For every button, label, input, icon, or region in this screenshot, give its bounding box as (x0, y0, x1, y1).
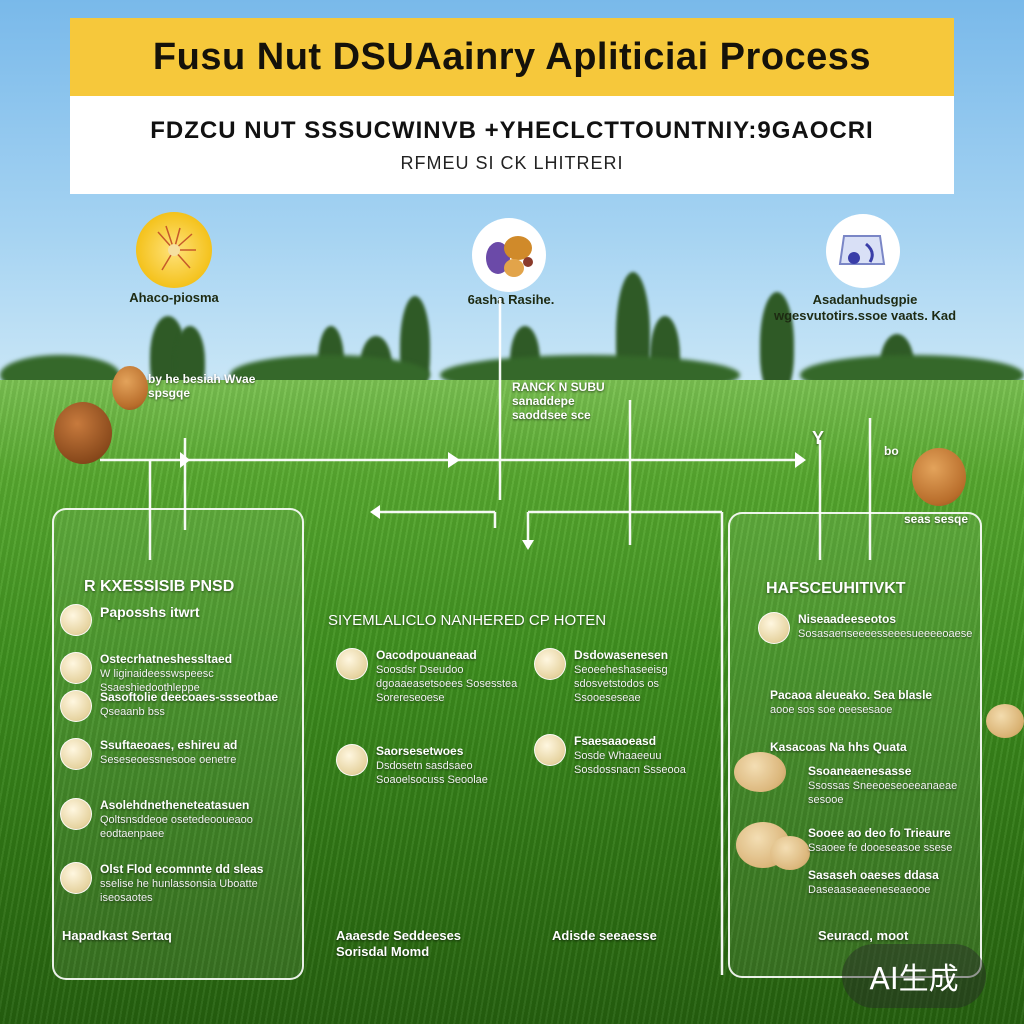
node-label-harvest: 6asha Rasihe. (467, 292, 555, 307)
dandelion-icon (336, 648, 368, 680)
field-label-right-bottom: seas sesqe (904, 512, 969, 526)
page-title: Fusu Nut DSUAainry Apliticiai Process (152, 35, 872, 78)
peanut-image (734, 752, 786, 792)
item-title: Sasoftolie deecoaes-ssseotbae (100, 690, 279, 704)
item-text: Sosde Whaaeeuu Sosdossnacn Ssseooa (574, 750, 686, 776)
leaf-icon (60, 738, 92, 770)
item-title: Pacaoa aleueako. Sea blasle (770, 688, 933, 702)
node-label-pollination: Ahaco-piosma (129, 290, 219, 305)
dandelion-icon (534, 648, 566, 680)
title-banner: Fusu Nut DSUAainry Apliticiai Process (70, 18, 954, 96)
pollen-flower-icon (136, 212, 212, 288)
item-title: Sasaseh oaeses ddasa (808, 868, 939, 882)
panel-center-footer-right: Adisde seeaesse (552, 928, 657, 943)
tree (760, 292, 794, 396)
plant-icon (60, 652, 92, 684)
panel-center-header: SIYEMLALICLO NANHERED CP HOTEN (328, 612, 607, 629)
item-title: Kasacoas Na hhs Quata (770, 740, 907, 754)
panel-left-footer: Hapadkast Sertaq (62, 928, 172, 943)
list-item: Olst Flod ecomnnte dd sleas sselise he hu… (60, 862, 292, 905)
hazelnut-image (912, 448, 966, 506)
nut-icon (60, 798, 92, 830)
item-text: W liginaideesswspeesc Ssaeshiedoothleppe (100, 668, 214, 694)
item-text: Dsdosetn sasdsaeo Soaoelsocuss Seoolae (376, 760, 488, 786)
item-text: Ssaoee fe dooeseasoe ssese (808, 842, 953, 854)
peanut-image (986, 704, 1024, 738)
item-title: Ostecrhatneshessltaed (100, 652, 233, 666)
item-title: Dsdowasenesen (574, 648, 669, 662)
item-title: Sooee ao deo fo Trieaure (808, 826, 951, 840)
list-item: Ssuftaeoaes, eshireu ad Seseseoessnesooe … (60, 738, 292, 770)
panel-center-footer-left: Aaaesde Seddeeses Sorisdal Momd (336, 928, 462, 959)
nut-icon (758, 612, 790, 644)
plant-icon (60, 690, 92, 722)
item-title: Ssuftaeoaes, eshireu ad (100, 738, 238, 752)
panel-left (52, 508, 304, 980)
item-title: Saorsesetwoes (376, 744, 464, 758)
item-text: Seoeeheshaseeisg sdosvetstodos os Ssooes… (574, 664, 668, 704)
item-text: Ssossas Sneeoeseoeeanaeae sesooe (808, 780, 958, 806)
dandelion-icon (336, 744, 368, 776)
item-text: Soosdsr Dseudoo dgoaaeasetsoees Sosesste… (376, 664, 518, 704)
panel-left-subheader-row: Paposshs itwrt (60, 604, 290, 636)
item-text: Qoltsnsddeoe osetedeooueaoo eodtaenpaee (100, 814, 253, 840)
list-item: Ostecrhatneshessltaed W liginaideesswspee… (60, 652, 292, 695)
item-text: Sosasaenseeeesseeesueeeeoaese (798, 628, 973, 640)
field-label-right-top: bo (884, 444, 899, 458)
peanut-image (770, 836, 810, 870)
panel-right-footer: Seuracd, moot (818, 928, 909, 943)
item-text: Daseaaseaeeneseaeooe (808, 884, 931, 896)
node-label-processing: Asadanhudsgpie wgesvutotirs.ssoe vaats. … (773, 292, 957, 323)
walnut-image (54, 402, 112, 464)
item-text: Seseseoessnesooe oenetre (100, 754, 237, 766)
hazelnut-image (112, 366, 148, 410)
panel-left-header: R KXESSISIB PNSD (84, 578, 235, 595)
item-title: Olst Flod ecomnnte dd sleas (100, 862, 264, 876)
wheat-field-background (0, 380, 1024, 1024)
item-text: aooe sos soe oeesesaoe (770, 704, 893, 716)
ai-generated-label: AI生成 (869, 962, 959, 997)
list-item: Kasacoas Na hhs Quata (770, 740, 976, 755)
subtitle-box: FDZCU NUT SSSUCWINVB +YHECLCTTOUNTNIY:9G… (70, 96, 954, 194)
subtitle-line-1: FDZCU NUT SSSUCWINVB +YHECLCTTOUNTNIY:9G… (150, 116, 874, 144)
item-text: sselise he hunlassonsia Uboatte iseosaot… (100, 878, 258, 904)
item-title: Ssoaneaenesasse (808, 764, 912, 778)
item-title: Asolehdnetheneteatasuen (100, 798, 250, 812)
panel-left-subheader: Paposshs itwrt (100, 604, 200, 620)
ai-generated-badge: AI生成 (842, 944, 986, 1008)
panel-right-header: HAFSCEUHITIVKT (766, 580, 906, 597)
seed-icon (60, 862, 92, 894)
dandelion-icon (534, 734, 566, 766)
field-label-center: RANCK N SUBU sanaddepe saoddsee sce (512, 380, 605, 422)
panel-right (728, 512, 982, 978)
item-title: Oacodpouaneaad (376, 648, 477, 662)
field-label-left: by he besiah Wvae spsgqe (148, 372, 256, 400)
list-item: Pacaoa aleueako. Sea blasle aooe sos soe … (770, 688, 976, 717)
subtitle-line-2: RFMEU SI CK LHITRERI (400, 152, 624, 173)
item-title: Niseaadeeseotos (798, 612, 897, 626)
processing-machine-icon (826, 214, 900, 288)
item-text: Qseaanb bss (100, 706, 165, 718)
crop-cluster-icon (472, 218, 546, 292)
seed-icon (60, 604, 92, 636)
item-title: Fsaesaaoeasd (574, 734, 657, 748)
